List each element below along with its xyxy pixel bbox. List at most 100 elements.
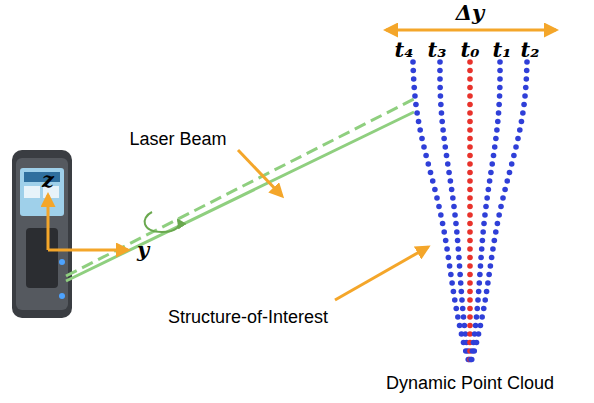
point bbox=[480, 229, 486, 235]
point bbox=[467, 119, 473, 125]
point bbox=[496, 102, 502, 108]
point bbox=[474, 306, 480, 312]
point bbox=[495, 119, 501, 125]
point bbox=[507, 170, 513, 176]
point bbox=[522, 93, 528, 99]
point bbox=[444, 246, 450, 252]
cloud-label: Dynamic Point Cloud bbox=[386, 374, 554, 394]
point bbox=[467, 238, 473, 244]
point bbox=[419, 136, 425, 142]
point bbox=[495, 221, 501, 227]
point bbox=[489, 161, 495, 167]
point bbox=[476, 289, 482, 295]
point bbox=[481, 221, 487, 227]
point bbox=[467, 195, 473, 201]
point bbox=[451, 204, 457, 210]
point bbox=[478, 263, 484, 269]
point bbox=[474, 314, 480, 320]
point bbox=[459, 297, 465, 303]
point bbox=[467, 246, 473, 252]
point bbox=[496, 212, 502, 218]
point bbox=[438, 102, 444, 108]
time-label: t₃ bbox=[428, 38, 447, 61]
scanner-device bbox=[12, 150, 72, 318]
point bbox=[489, 255, 495, 261]
point bbox=[459, 289, 465, 295]
point bbox=[497, 68, 503, 74]
point bbox=[478, 255, 484, 261]
point bbox=[467, 136, 473, 142]
point bbox=[455, 314, 461, 320]
point bbox=[467, 144, 473, 150]
point bbox=[483, 204, 489, 210]
point bbox=[517, 127, 523, 133]
point bbox=[486, 272, 492, 278]
point bbox=[467, 297, 473, 303]
point bbox=[481, 306, 487, 312]
displacement-label: Δy bbox=[456, 1, 485, 24]
structure-label: Structure-of-Interest bbox=[168, 308, 328, 328]
point bbox=[439, 119, 445, 125]
point bbox=[479, 314, 485, 320]
point bbox=[434, 195, 440, 201]
point bbox=[453, 221, 459, 227]
point bbox=[497, 93, 503, 99]
rotation-arrow bbox=[145, 212, 180, 232]
point bbox=[478, 323, 484, 329]
point bbox=[477, 272, 483, 278]
point bbox=[432, 187, 438, 193]
point bbox=[476, 280, 482, 286]
point bbox=[467, 221, 473, 227]
point bbox=[488, 170, 494, 176]
point bbox=[467, 76, 473, 82]
point bbox=[467, 127, 473, 133]
point bbox=[473, 323, 479, 329]
point bbox=[467, 289, 473, 295]
point bbox=[450, 195, 456, 201]
point bbox=[467, 102, 473, 108]
point bbox=[456, 246, 462, 252]
point bbox=[467, 204, 473, 210]
point bbox=[428, 170, 434, 176]
point bbox=[441, 229, 447, 235]
z-axis bbox=[47, 195, 50, 250]
point bbox=[482, 212, 488, 218]
point bbox=[467, 170, 473, 176]
point bbox=[449, 187, 455, 193]
point bbox=[474, 340, 480, 346]
point bbox=[490, 246, 496, 252]
point bbox=[467, 110, 473, 116]
point bbox=[460, 306, 466, 312]
point bbox=[423, 153, 429, 159]
point bbox=[412, 93, 418, 99]
point bbox=[498, 204, 504, 210]
point bbox=[421, 144, 427, 150]
point bbox=[467, 280, 473, 286]
point bbox=[442, 144, 448, 150]
point bbox=[467, 178, 473, 184]
point bbox=[457, 272, 463, 278]
point bbox=[491, 153, 497, 159]
point bbox=[453, 306, 459, 312]
leader-arrow bbox=[335, 247, 428, 300]
point bbox=[497, 76, 503, 82]
point bbox=[484, 289, 490, 295]
point bbox=[469, 357, 475, 363]
point bbox=[457, 323, 463, 329]
point bbox=[443, 238, 449, 244]
point bbox=[467, 314, 473, 320]
point bbox=[485, 280, 491, 286]
point bbox=[493, 229, 499, 235]
point bbox=[515, 136, 521, 142]
point bbox=[414, 110, 420, 116]
point bbox=[430, 178, 436, 184]
point bbox=[454, 229, 460, 235]
point bbox=[411, 76, 417, 82]
point bbox=[439, 110, 445, 116]
point bbox=[441, 136, 447, 142]
point bbox=[445, 161, 451, 167]
point bbox=[496, 110, 502, 116]
point bbox=[467, 68, 473, 74]
point bbox=[467, 153, 473, 159]
y-axis bbox=[48, 249, 128, 252]
